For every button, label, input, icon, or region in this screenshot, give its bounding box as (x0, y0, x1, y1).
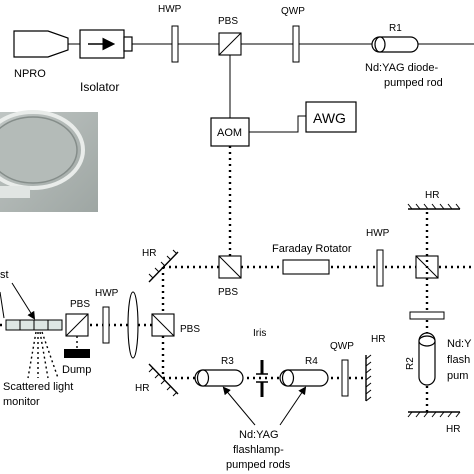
hr-right-top-label: HR (425, 190, 439, 201)
hr-mid-left-label: HR (142, 248, 156, 259)
scattered-label-line2: monitor (3, 396, 40, 408)
beam-profile-photo (0, 110, 98, 212)
pbs-mid (218, 255, 242, 279)
rod-r3 (194, 369, 244, 387)
beam-dump (64, 349, 90, 358)
awg-label: AWG (313, 110, 346, 126)
hr-mirror-bottom-left (148, 363, 179, 397)
qwp-top-label: QWP (281, 6, 305, 17)
hwp-left (102, 306, 110, 344)
hr-bottom-left-label: HR (135, 383, 149, 394)
scatter-ray-3 (39, 331, 49, 379)
ndyag-right-line2: flash (447, 354, 470, 366)
pbs-center-label: PBS (180, 324, 200, 335)
iris-label: Iris (253, 328, 266, 339)
awg-box (305, 101, 357, 133)
photo-pointer-arrow (11, 282, 36, 320)
scatter-ray-1 (27, 331, 37, 379)
ndyag-right-line3: pum (447, 370, 468, 382)
hr-mirror-right-top (407, 203, 461, 210)
pbs-mid-label: PBS (218, 287, 238, 298)
rod-r2 (418, 332, 436, 386)
rod-r1 (371, 36, 419, 53)
r1-desc-line1: Nd:YAG diode- (365, 62, 439, 74)
aom-box (210, 117, 250, 147)
qwp-bottom (341, 359, 349, 397)
rod-r4 (279, 369, 329, 387)
hr-mirror-right-bottom (407, 411, 461, 418)
qwp-top (292, 25, 300, 63)
r2-label: R2 (405, 357, 416, 370)
npro-laser (13, 30, 69, 58)
npro-label: NPRO (14, 68, 46, 80)
hwp-top-label: HWP (158, 4, 182, 15)
scattered-label-line1: Scattered light (3, 381, 73, 393)
pbs-top-label: PBS (218, 16, 238, 27)
r4-label: R4 (305, 356, 318, 367)
flash-label-line2: flashlamp- (233, 444, 284, 456)
st-fragment-label: st (0, 269, 9, 281)
hwp-mid (376, 249, 384, 287)
right-waveplate (409, 311, 445, 320)
ndyag-right-line1: Nd:Y (447, 338, 472, 350)
faraday-rotator (282, 259, 330, 275)
pbs-top (218, 32, 242, 56)
flash-label-line3: pumped rods (226, 459, 291, 471)
pbs-center (151, 313, 175, 337)
faraday-label: Faraday Rotator (272, 243, 352, 255)
flash-label-pointer-r3 (222, 386, 256, 426)
hwp-top (171, 25, 179, 63)
scatter-ray-4 (41, 331, 59, 379)
r1-label: R1 (389, 23, 402, 34)
isolator-label: Isolator (80, 80, 119, 94)
isolator (79, 29, 133, 59)
qwp-bottom-label: QWP (330, 341, 354, 352)
hr-right-bottom-label: HR (446, 424, 460, 435)
iris (256, 360, 268, 397)
pbs-left-label: PBS (70, 299, 90, 310)
r1-desc-line2: pumped rod (384, 77, 443, 89)
r3-label: R3 (221, 356, 234, 367)
hwp-left-label: HWP (95, 288, 119, 299)
hr-mirror-bottom-end (365, 354, 372, 402)
aom-awg-cable (249, 115, 306, 133)
hwp-mid-label: HWP (366, 228, 390, 239)
dump-label: Dump (62, 364, 91, 376)
lens (127, 291, 139, 359)
flash-label-pointer-r4 (279, 386, 307, 426)
scatter-cell (5, 319, 63, 331)
aom-label: AOM (217, 127, 242, 139)
flash-label-line1: Nd:YAG (239, 429, 279, 441)
photo-pointer-line (0, 291, 5, 319)
hr-bottom-end-label: HR (371, 334, 385, 345)
pbs-left (65, 313, 89, 337)
